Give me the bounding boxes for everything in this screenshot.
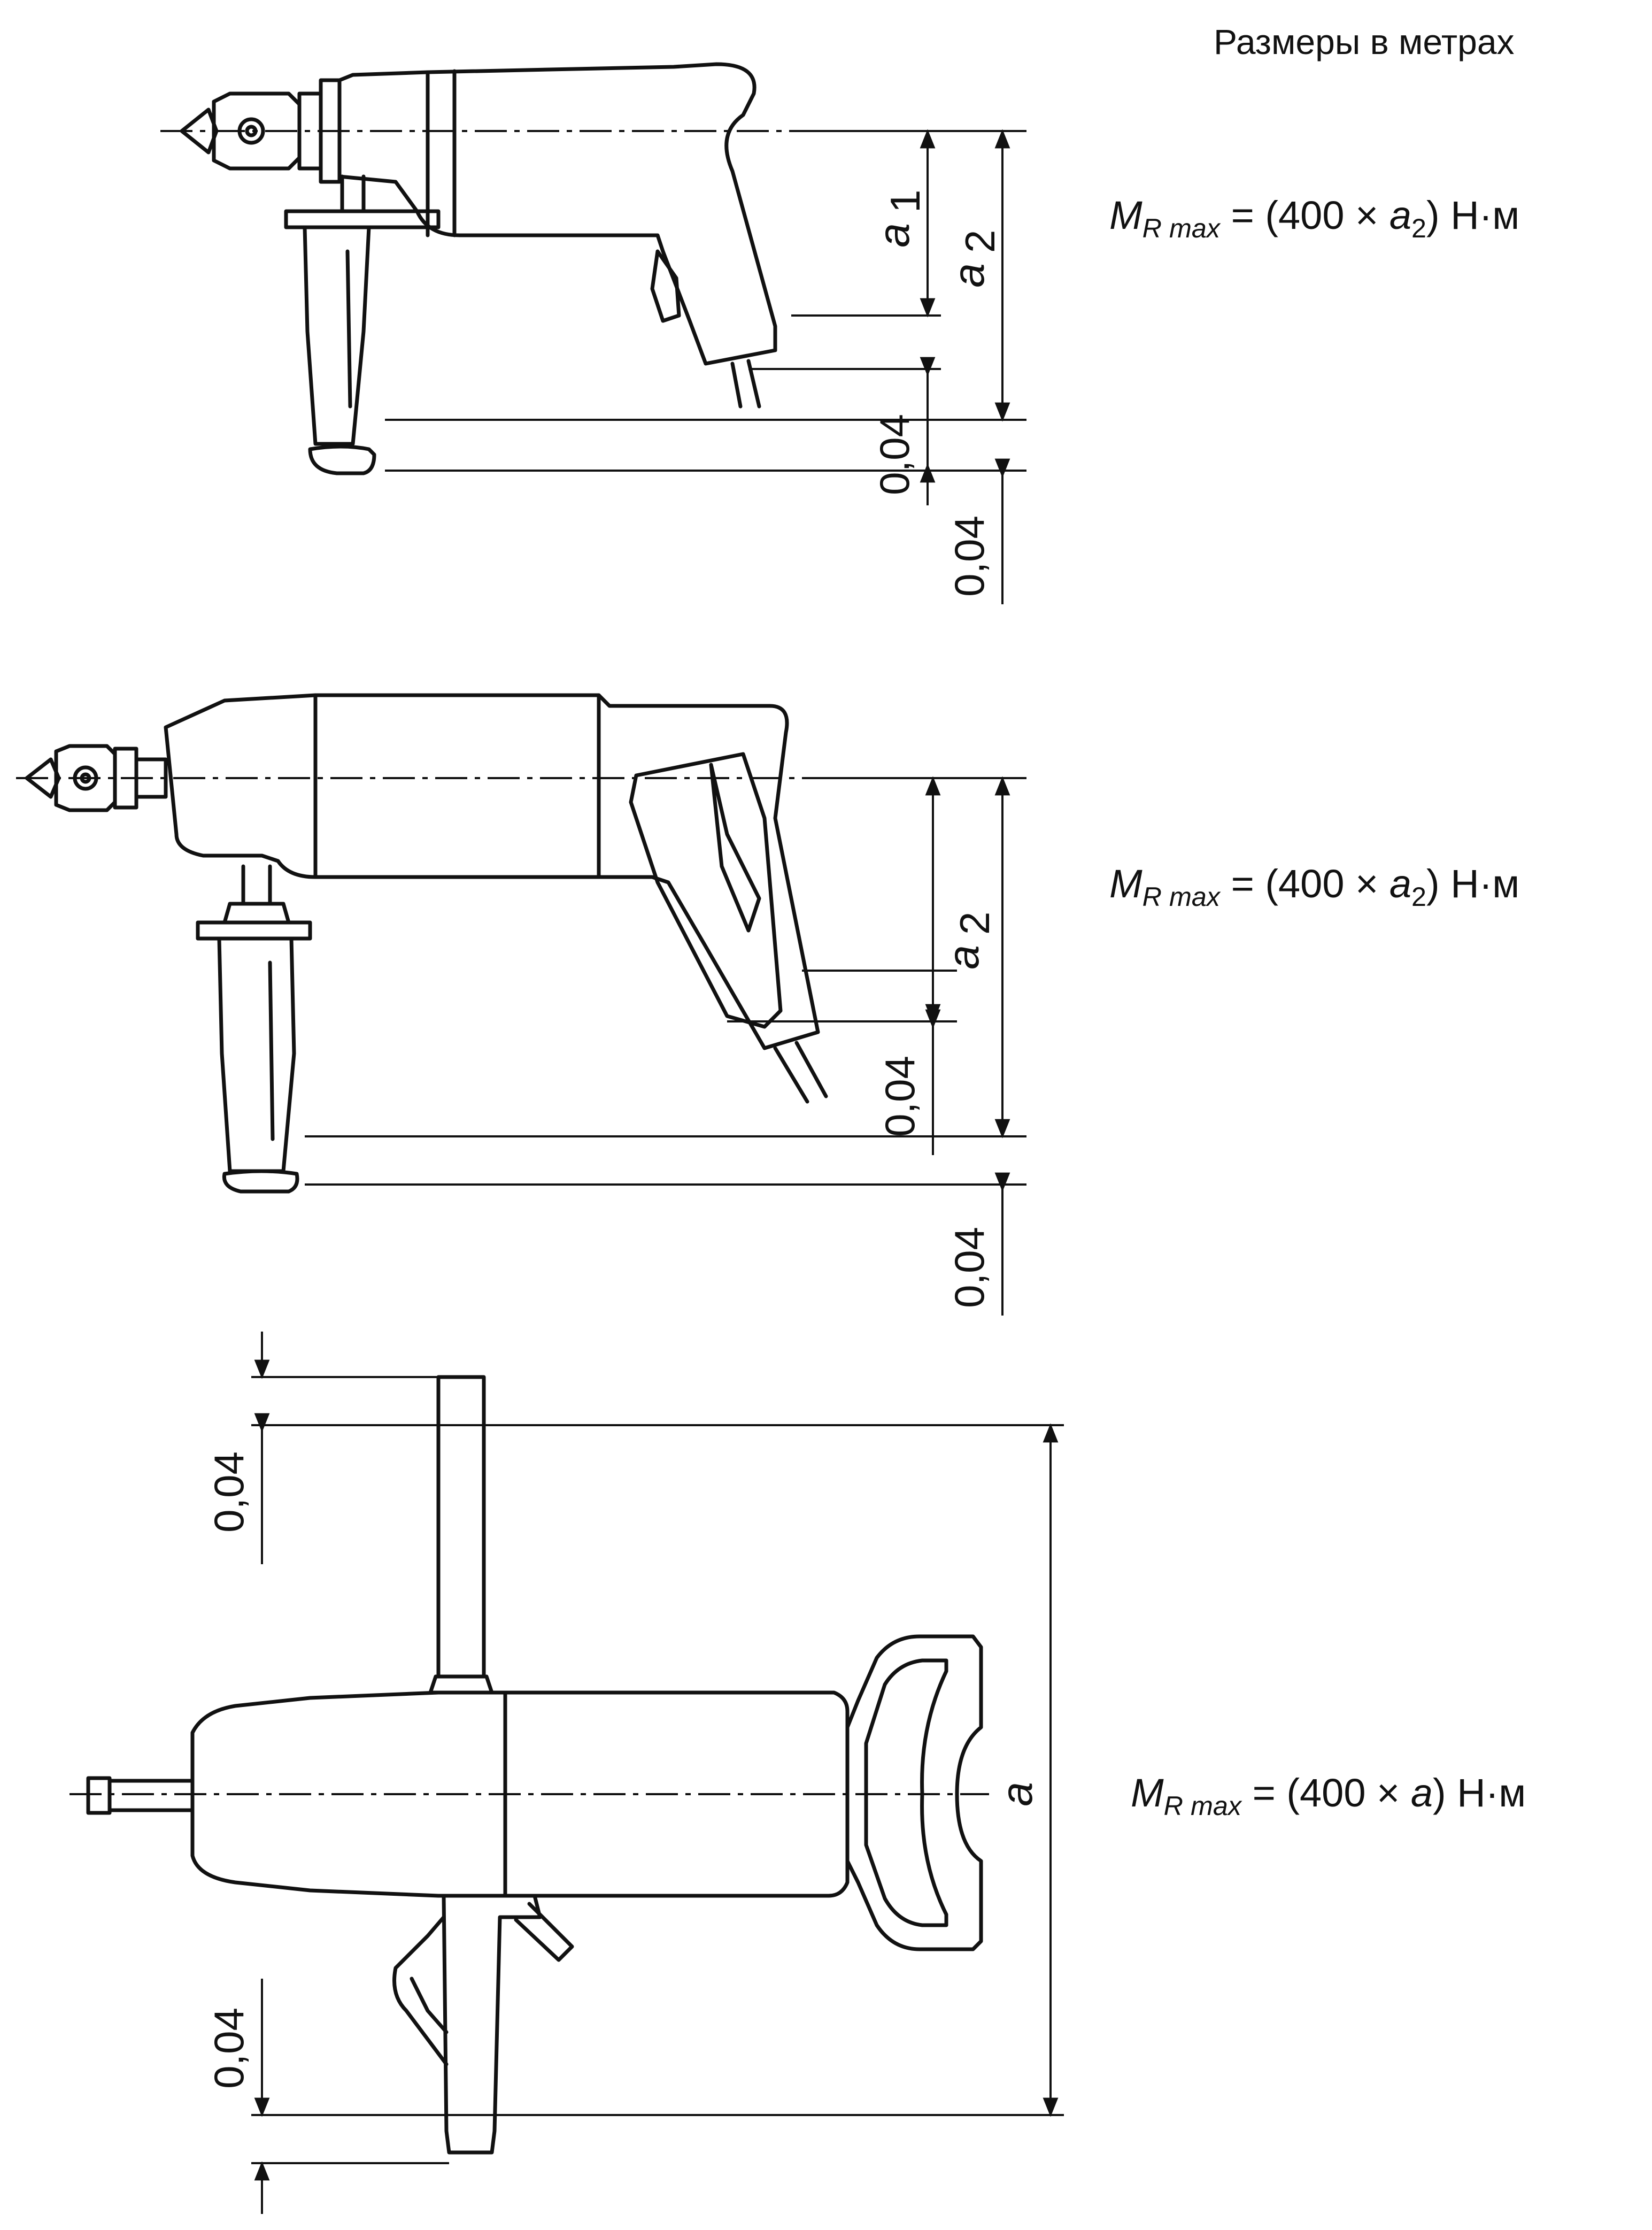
formula-1: MR max = (400 × a2) Н·м [1109,193,1520,243]
dim-a2-2: a 2 [939,912,998,970]
hammer-body [164,693,820,1050]
svg-text:2: 2 [951,912,998,935]
svg-text:2: 2 [956,230,1003,253]
trigger-lever [392,1915,449,2066]
lock-button [514,1902,574,1962]
figure-3-spade-tool: a 0,04 0,04 [70,1332,1064,2214]
svg-text:1: 1 [882,190,929,213]
dim-004-a: 0,04 [871,414,918,495]
dim-004-d: 0,04 [946,1227,993,1308]
svg-text:0,04: 0,04 [946,516,993,597]
spade-handle-inner [864,1658,948,1927]
dim-004-e: 0,04 [205,1451,252,1533]
drill-body [337,62,777,366]
side-handle-guard [284,209,441,229]
grip-shade [709,763,761,933]
spade-handle-outer [845,1634,983,1951]
top-handle [436,1375,486,1679]
svg-text:a: a [945,263,993,288]
side-handle-neck-2 [241,864,272,906]
power-cord-2 [773,1041,828,1104]
side-handle-knob [308,444,376,475]
spindle-tip [86,1776,112,1815]
drill-bit-2 [25,757,61,799]
dim-004-b: 0,04 [946,516,993,597]
grip-inner [629,752,783,1029]
svg-text:0,04: 0,04 [205,2008,252,2089]
bottom-handle [442,1894,542,2155]
svg-text:0,04: 0,04 [871,414,918,495]
svg-text:0,04: 0,04 [205,1451,252,1533]
dim-004-f: 0,04 [205,2008,252,2089]
side-handle-neck [340,174,366,213]
formula-3: MR max = (400 × a) Н·м [1131,1771,1526,1821]
dim-a1: a 1 [870,190,929,248]
svg-text:0,04: 0,04 [876,1056,923,1137]
side-handle-knob-2 [222,1169,299,1194]
dim-004-c: 0,04 [876,1056,923,1137]
svg-text:a: a [870,223,918,248]
figure-2-hammer-drill: a 2 0,04 0,04 [16,693,1026,1316]
spindle [107,1779,195,1812]
side-handle-guard-2 [196,920,312,941]
units-note: Размеры в метрах [1214,22,1515,61]
side-handle-grip-2 [217,936,296,1173]
formula-2: MR max = (400 × a2) Н·м [1109,862,1520,912]
trigger [650,249,681,323]
svg-text:a: a [939,945,988,970]
power-cord [730,359,761,409]
side-handle-grip [303,225,371,446]
tool-body [190,1690,850,1898]
dim-a2: a 2 [945,230,1003,288]
dim-a: a [993,1782,1041,1806]
figure-1-drill: a 1 a 2 0,04 0,04 [160,62,1026,604]
svg-text:0,04: 0,04 [946,1227,993,1308]
drill-bit [180,107,219,155]
svg-text:a: a [993,1782,1041,1806]
